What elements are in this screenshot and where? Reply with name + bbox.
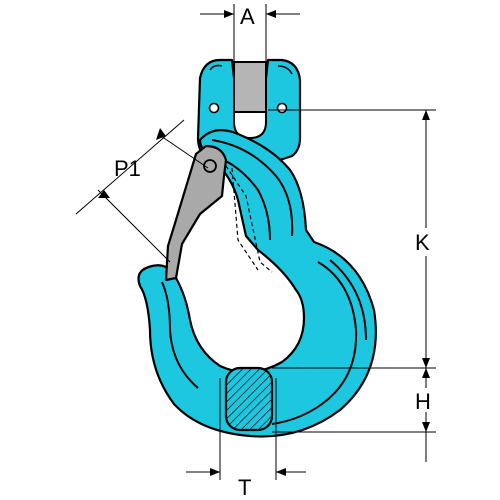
- label-k: K: [415, 230, 430, 255]
- label-p1: P1: [114, 156, 141, 181]
- dim-p1-arrow-bottom: [98, 190, 110, 198]
- dim-k-arrow-bottom: [422, 358, 430, 368]
- clevis-ear-left-detail: [209, 64, 223, 71]
- clevis-pin-slot: [233, 61, 267, 115]
- dim-h-arrow-top: [422, 368, 430, 378]
- dim-h-arrow-bottom: [422, 422, 430, 432]
- clevis-hole-right: [276, 102, 288, 114]
- hook-back-groove-1: [271, 261, 358, 425]
- dim-a-arrow-right: [266, 10, 276, 18]
- hook-back-groove-2: [329, 259, 367, 341]
- label-a: A: [240, 4, 255, 29]
- hook-cross-section: [224, 366, 274, 432]
- hook-tip-groove: [161, 281, 199, 389]
- dim-p1-ext-top: [157, 133, 209, 169]
- dim-k-arrow-top: [422, 110, 430, 120]
- latch-pivot: [203, 159, 217, 173]
- dim-t-arrow-right: [276, 468, 286, 476]
- latch-open-position-dashed: [221, 159, 273, 273]
- dim-p1-arrow-top: [156, 128, 166, 140]
- label-h: H: [415, 389, 431, 414]
- label-t: T: [238, 475, 251, 500]
- clevis-ear-right-detail: [277, 65, 293, 75]
- dim-a-arrow-left: [224, 10, 234, 18]
- dim-p1-ext-bottom: [97, 189, 171, 263]
- dim-p1-line: [75, 119, 185, 215]
- latch-open-position-dashed-2: [231, 167, 259, 271]
- hook-inner-groove-outer: [211, 139, 294, 237]
- dim-t-arrow-left: [210, 468, 220, 476]
- safety-latch: [164, 144, 228, 282]
- hook-body: [137, 129, 377, 438]
- clevis-hole-left: [208, 102, 220, 114]
- clevis-eye-opening: [233, 111, 267, 140]
